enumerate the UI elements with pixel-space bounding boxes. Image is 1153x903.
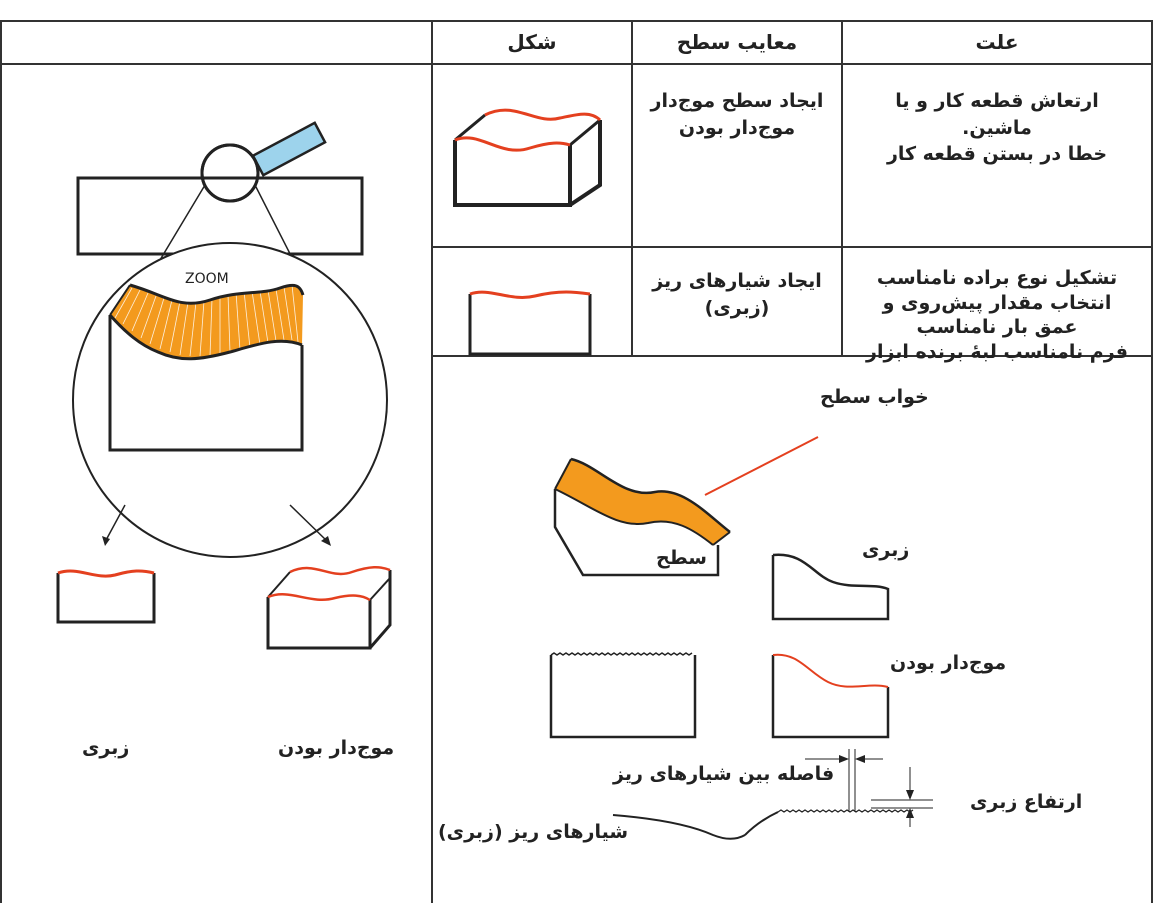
- label-waviness: موج‌دار بودن: [890, 652, 1007, 674]
- bottom-panel-surface-diagram: [549, 436, 933, 840]
- row-divider-1: [431, 246, 1153, 248]
- table-header-bottom-border: [0, 63, 1153, 65]
- table-top-border: [0, 20, 1153, 22]
- magnifier-icon: [200, 121, 327, 203]
- row1-defect: ایجاد سطح موج‌دار موج‌دار بودن: [633, 88, 841, 141]
- row2-defect-line1: ایجاد شیارهای ریز: [652, 270, 822, 292]
- table-left-border: [0, 20, 2, 903]
- left-label-roughness: زبری: [82, 737, 130, 759]
- row2-cause-line2: انتخاب مقدار پیش‌روی و: [882, 291, 1112, 314]
- row2-cause: تشکیل نوع براده نامناسب انتخاب مقدار پیش…: [843, 266, 1151, 365]
- row2-cause-line3: عمق بار نامناسب: [916, 316, 1078, 339]
- row1-cause-line1: ارتعاش قطعه کار و یا: [895, 90, 1099, 112]
- row1-defect-line2: موج‌دار بودن: [678, 116, 796, 139]
- roughness-profile: [612, 749, 933, 840]
- label-fine-grooves: شیارهای ریز (زبری): [438, 821, 629, 843]
- zoom-label: ZOOM: [185, 271, 229, 287]
- divider-left-panel: [431, 20, 433, 903]
- header-shape: شکل: [507, 30, 557, 54]
- divider-defect-cause: [841, 20, 843, 356]
- row1-defect-line1: ایجاد سطح موج‌دار: [650, 90, 824, 112]
- surface-lay-block: [553, 436, 819, 577]
- row2-rough-block-figure: [468, 290, 592, 356]
- label-surface: سطح: [656, 547, 707, 569]
- row2-defect: ایجاد شیارهای ریز (زبری): [633, 268, 841, 321]
- left-panel-zoom-illustration: [56, 121, 392, 650]
- row1-cause: ارتعاش قطعه کار و یا ماشین. خطا در بستن …: [843, 88, 1151, 168]
- row2-defect-line2: (زبری): [704, 296, 770, 319]
- header-cause: علت: [975, 30, 1019, 54]
- divider-shape-defect: [631, 20, 633, 356]
- header-defect: معایب سطح: [676, 30, 798, 54]
- row2-cause-line4: فرم نامناسب لبهٔ برنده ابزار: [866, 341, 1128, 364]
- label-roughness: زبری: [862, 539, 910, 561]
- row1-wavy-block-figure: [453, 108, 602, 207]
- row1-cause-line3: خطا در بستن قطعه کار: [886, 143, 1108, 166]
- label-surface-lay: خواب سطح: [820, 386, 929, 408]
- left-label-waviness: موج‌دار بودن: [278, 737, 395, 759]
- table-right-border: [1151, 20, 1153, 903]
- row2-cause-line1: تشکیل نوع براده نامناسب: [876, 267, 1118, 289]
- row-divider-2: [431, 355, 1153, 357]
- label-groove-spacing: فاصله بین شیارهای ریز: [613, 763, 835, 785]
- row1-cause-line2: ماشین.: [962, 116, 1032, 139]
- label-roughness-height: ارتفاع زبری: [970, 791, 1083, 813]
